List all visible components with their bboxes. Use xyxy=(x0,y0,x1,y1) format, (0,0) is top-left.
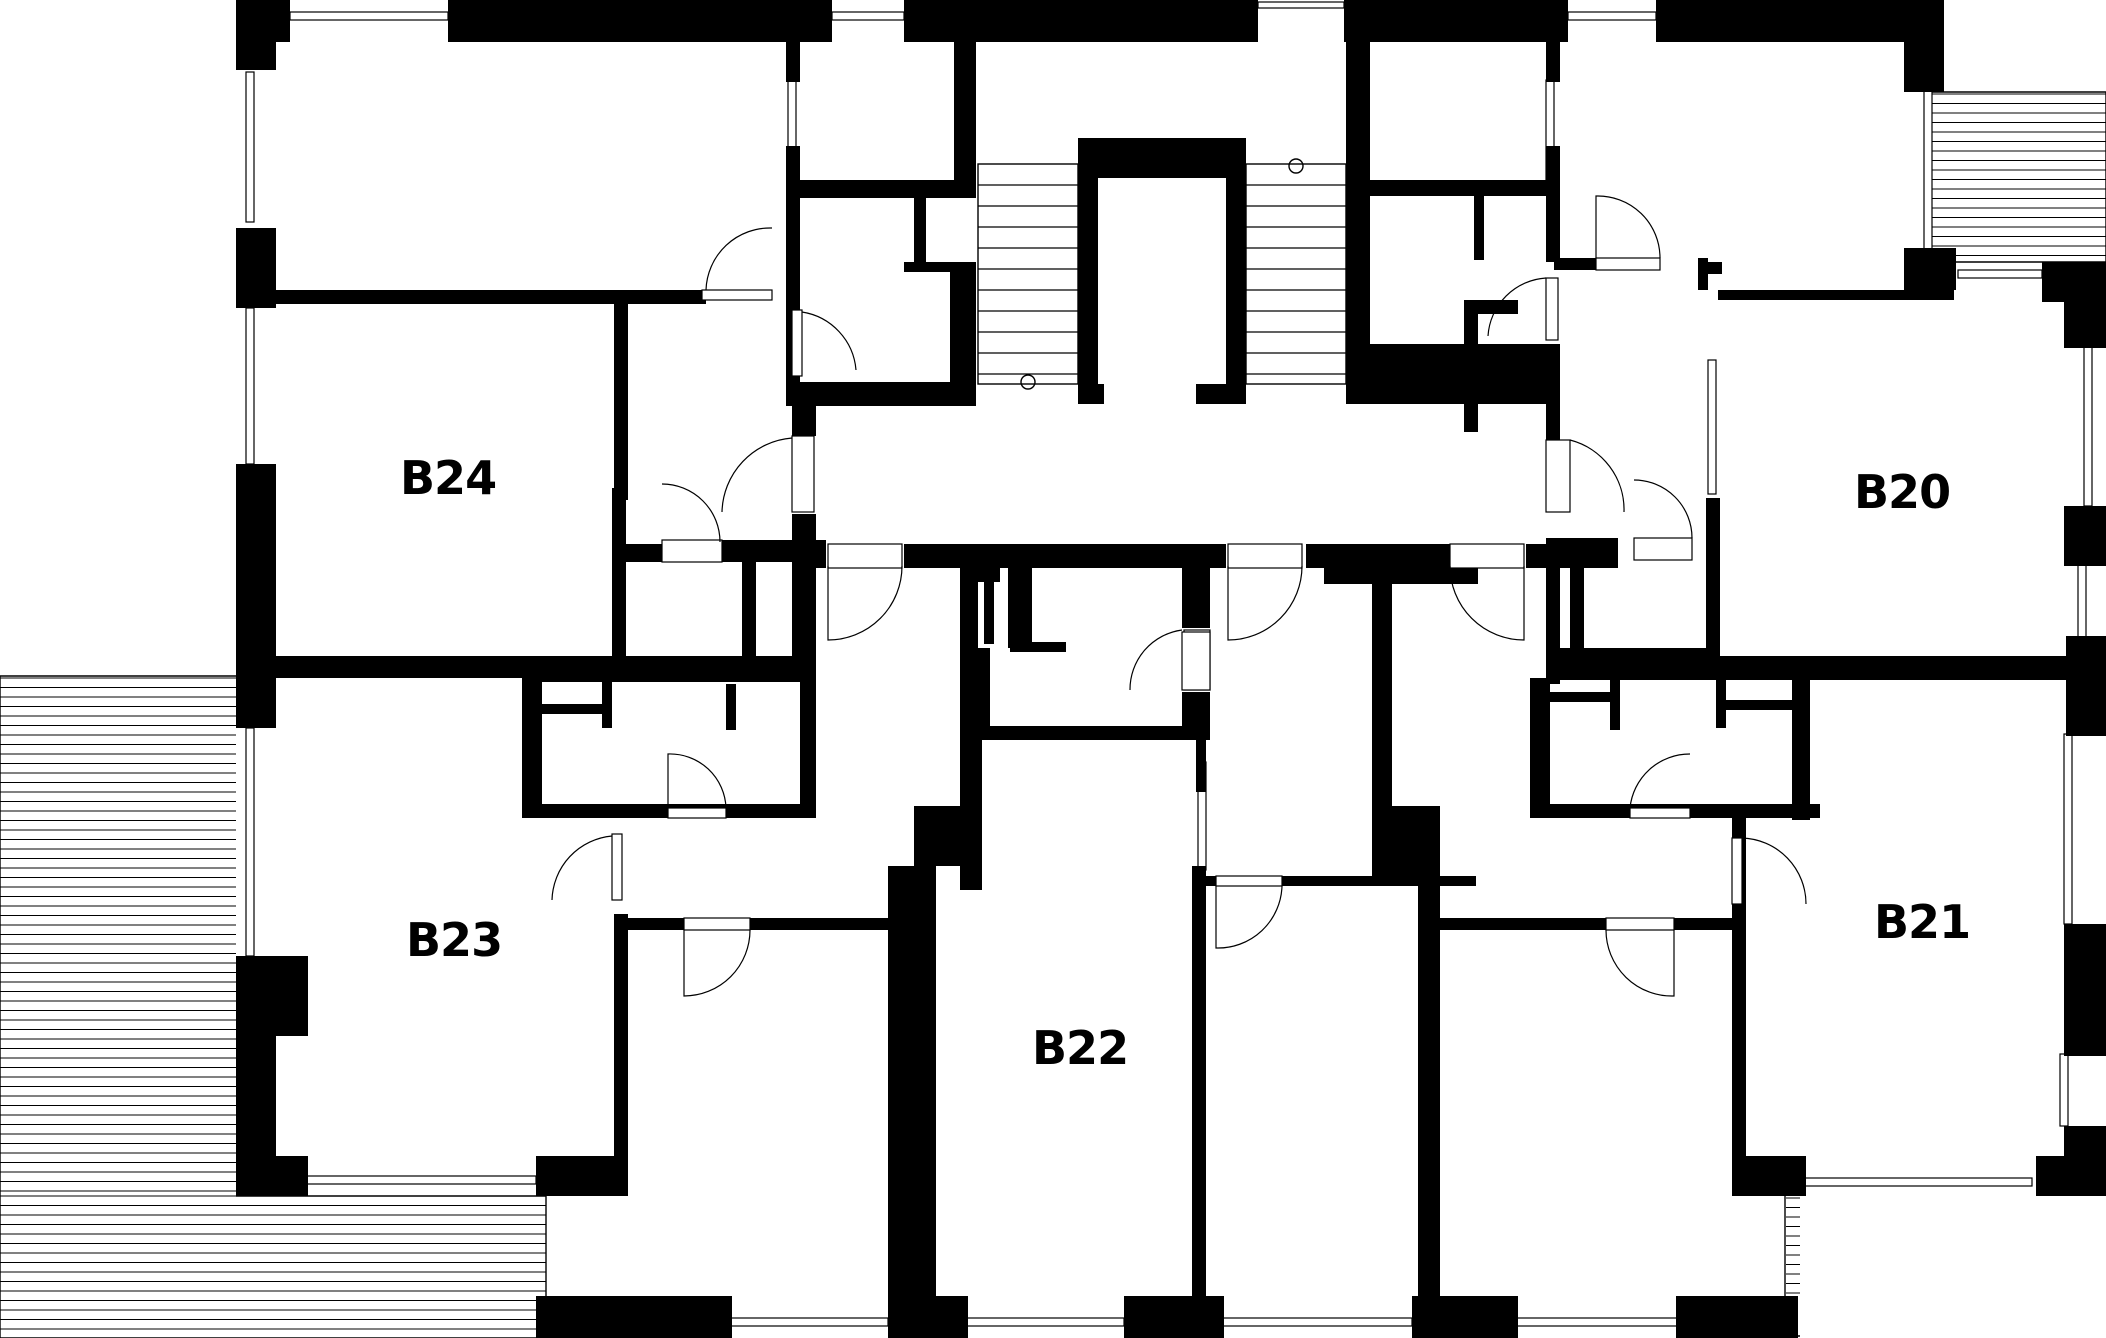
stair-arrow-marker xyxy=(1020,374,1036,390)
stairs-west xyxy=(977,163,1079,390)
stair-outline xyxy=(977,163,1079,385)
terrace-southwest xyxy=(0,1195,546,1330)
room-label-b23: B23 xyxy=(406,913,502,967)
stairs-east xyxy=(1245,158,1347,385)
doors xyxy=(551,195,1807,997)
stair-outline xyxy=(1245,163,1347,385)
walls xyxy=(236,0,2106,1338)
terrace-west xyxy=(0,677,236,1192)
room-label-b20: B20 xyxy=(1854,465,1950,519)
balcony-southeast xyxy=(1786,1197,1800,1294)
room-label-b22: B22 xyxy=(1032,1021,1128,1075)
terrace-outlines xyxy=(0,91,2106,1338)
room-label-b21: B21 xyxy=(1874,895,1970,949)
room-label-b24: B24 xyxy=(400,451,496,505)
balcony-northeast xyxy=(1930,93,2106,256)
stair-arrow-marker xyxy=(1288,158,1304,174)
